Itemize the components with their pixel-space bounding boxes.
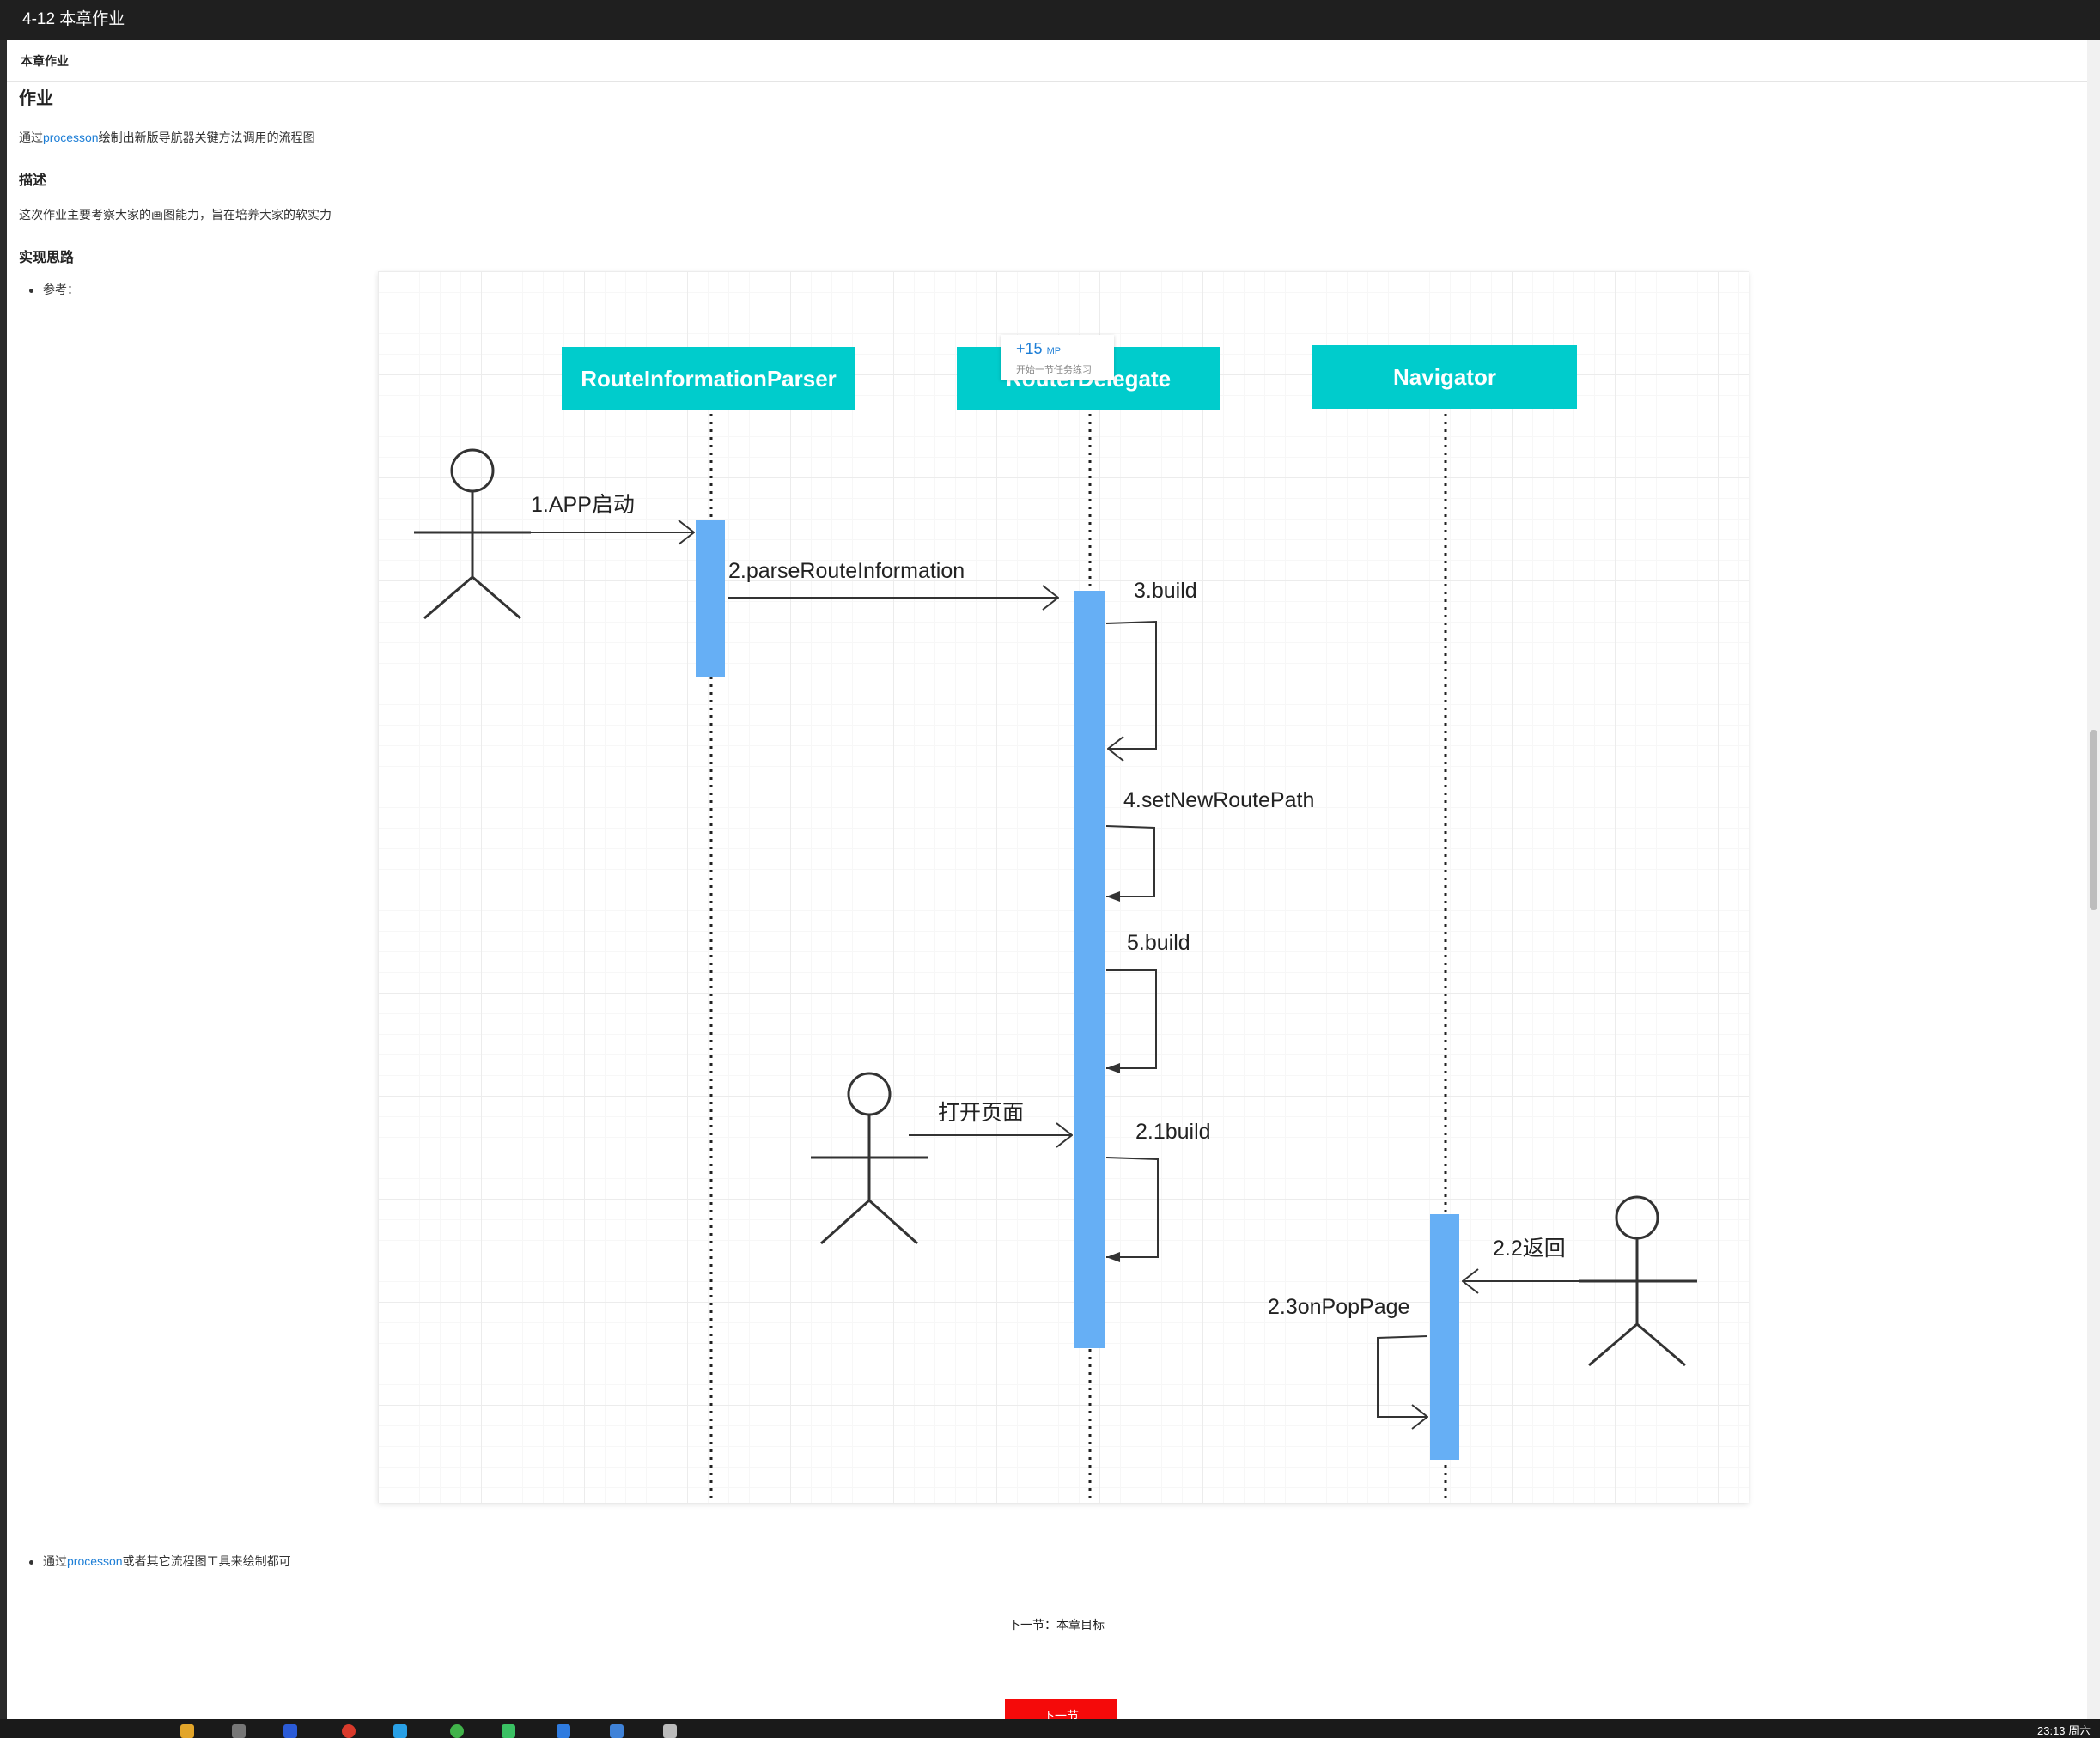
editor-icon[interactable] xyxy=(663,1724,677,1738)
message-arrow-build-5 xyxy=(1106,969,1157,1073)
processon-link-2[interactable]: processon xyxy=(67,1554,123,1568)
approach-bullet-1: 参考： xyxy=(43,283,79,296)
next-section-caption: 下一节：本章目标 xyxy=(1008,1618,1105,1632)
message-arrow-build-21 xyxy=(1105,1157,1159,1262)
message-arrow-set-new-route-path xyxy=(1105,825,1155,902)
activation-parser xyxy=(696,520,725,677)
message-label-app-start: 1.APP启动 xyxy=(531,493,635,517)
points-popup[interactable]: +15 MP 开始一节任务练习 xyxy=(1001,335,1114,380)
intro-paragraph: 通过processon绘制出新版导航器关键方法调用的流程图 xyxy=(19,129,315,146)
breadcrumb-divider xyxy=(7,81,2087,82)
lifeline-header-parser xyxy=(562,347,855,410)
approach-heading: 实现思路 xyxy=(19,251,75,265)
processon-link[interactable]: processon xyxy=(43,131,99,144)
breadcrumb: 本章作业 xyxy=(21,54,69,68)
sequence-diagram-svg: RouteInformationParser RouterDelegate Na… xyxy=(414,345,1697,1503)
intro-prefix: 通过 xyxy=(19,131,43,144)
app-icon[interactable] xyxy=(283,1724,297,1738)
points-value: +15 MP xyxy=(1016,340,1062,357)
bullet-marker xyxy=(29,289,33,293)
message-label-build-3: 3.build xyxy=(1134,579,1197,603)
message-label-back-22: 2.2返回 xyxy=(1493,1237,1566,1261)
app-icon[interactable] xyxy=(502,1724,515,1738)
app-icon[interactable] xyxy=(393,1724,407,1738)
window-title: 4-12 本章作业 xyxy=(22,10,125,28)
window-titlebar: 4-12 本章作业 xyxy=(0,0,2100,40)
system-clock: 23:13 周六 xyxy=(2037,1724,2091,1737)
message-label-build-21: 2.1build xyxy=(1135,1120,1211,1144)
app-icon[interactable] xyxy=(610,1724,624,1738)
lifeline-label-parser: RouteInformationParser xyxy=(581,366,837,392)
scrollbar-thumb[interactable] xyxy=(2090,730,2097,910)
message-arrow-build-3 xyxy=(1105,620,1157,749)
message-label-set-new-route-path: 4.setNewRoutePath xyxy=(1123,788,1314,812)
approach-bullet-2: 通过processon或者其它流程图工具来绘制都可 xyxy=(43,1553,291,1570)
actor-user-1 xyxy=(414,448,531,620)
message-label-open-page: 打开页面 xyxy=(938,1101,1024,1125)
app-icon[interactable] xyxy=(450,1724,464,1738)
folder-icon[interactable] xyxy=(180,1724,194,1738)
store-icon[interactable] xyxy=(232,1724,246,1738)
bullet-marker xyxy=(29,1560,33,1565)
section-heading: 作业 xyxy=(19,89,53,108)
actor-user-2 xyxy=(811,1072,928,1245)
message-arrow-onpoppage xyxy=(1377,1335,1427,1417)
lifeline-label-navigator: Navigator xyxy=(1393,364,1496,390)
message-label-onpoppage: 2.3onPopPage xyxy=(1268,1295,1409,1319)
activation-delegate xyxy=(1074,591,1105,1348)
vscode-icon[interactable] xyxy=(557,1724,570,1738)
description-heading: 描述 xyxy=(19,173,47,188)
bullet2-suffix: 或者其它流程图工具来绘制都可 xyxy=(122,1554,291,1568)
taskbar: 23:13 周六 xyxy=(0,1719,2100,1738)
lifeline-header-navigator xyxy=(1312,345,1577,409)
points-subtitle: 开始一节任务练习 xyxy=(1016,365,1092,375)
bullet2-prefix: 通过 xyxy=(43,1554,67,1568)
intro-suffix: 绘制出新版导航器关键方法调用的流程图 xyxy=(98,131,315,144)
message-label-build-5: 5.build xyxy=(1127,931,1190,955)
description-text: 这次作业主要考察大家的画图能力，旨在培养大家的软实力 xyxy=(19,208,332,222)
sequence-diagram: RouteInformationParser RouterDelegate Na… xyxy=(378,271,1749,1503)
actor-user-3 xyxy=(1579,1195,1697,1367)
activation-navigator xyxy=(1430,1214,1459,1460)
chrome-icon[interactable] xyxy=(342,1724,356,1738)
message-label-parse-route: 2.parseRouteInformation xyxy=(728,559,965,583)
